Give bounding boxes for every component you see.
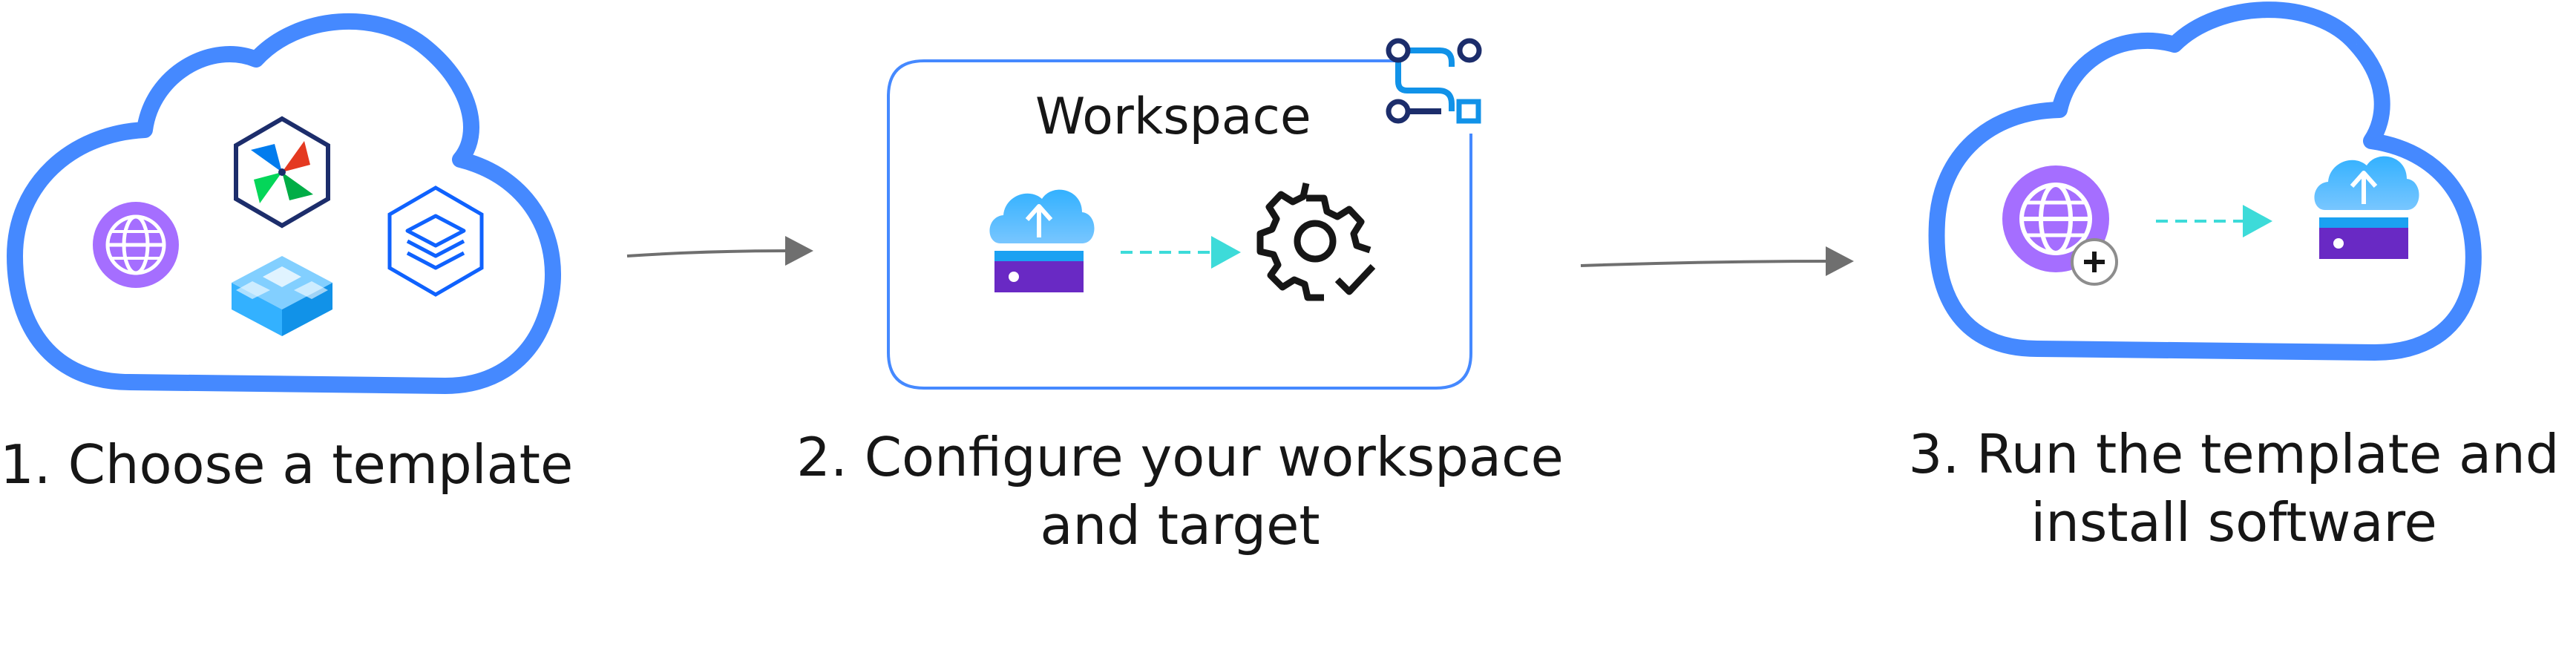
workspace-title: Workspace (1035, 88, 1311, 146)
layers-icon (387, 186, 484, 297)
arrow-step1-to-step2 (626, 236, 813, 266)
cloud-upload-server-icon (989, 189, 1095, 292)
step1-caption-line1: 1. Choose a template (0, 433, 574, 496)
step3-caption-line2: install software (2031, 491, 2437, 554)
globe-icon (93, 202, 179, 288)
pipeline-branch-icon (1386, 38, 1482, 124)
step2-caption-line1: 2. Configure your workspace (796, 426, 1564, 488)
step2-caption-line2: and target (1040, 494, 1320, 557)
gear-check-icon (1256, 183, 1376, 301)
cloud-upload-server-icon (2314, 156, 2419, 259)
arrow-step2-to-step3 (1580, 246, 1854, 276)
globe-add-icon (2002, 165, 2118, 286)
step3-caption-line1: 3. Run the template and (1908, 423, 2560, 485)
dashed-arrow-step3 (2156, 205, 2272, 237)
blocks-icon (232, 256, 332, 336)
dashed-arrow-workspace (1121, 236, 1241, 269)
step1-caption: 1. Choose a template (0, 430, 574, 499)
step2-caption: 2. Configure your workspace and target (787, 423, 1573, 560)
pinwheel-logo-icon (234, 116, 330, 229)
step3-caption: 3. Run the template and install software (1900, 420, 2568, 557)
workspace-box (887, 59, 1472, 390)
